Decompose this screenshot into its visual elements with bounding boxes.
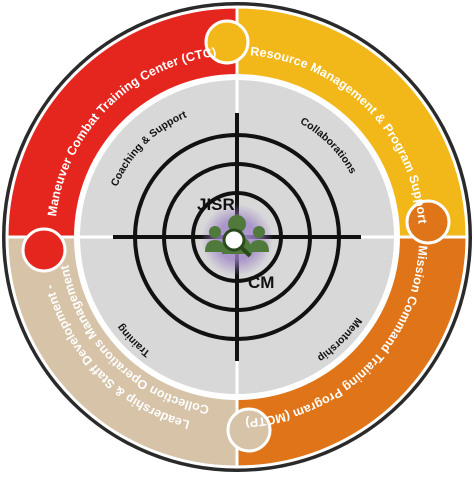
puzzle-tab-top-right [204,19,250,65]
puzzle-tab-top-left [21,227,67,273]
center-label-cm: CM [248,273,274,292]
puzzle-tab-bottom-right [405,199,451,245]
puzzle-tab-bottom-left [226,407,272,453]
center-label-jisr: JISR [197,195,235,214]
user-group-search-icon [205,215,269,258]
